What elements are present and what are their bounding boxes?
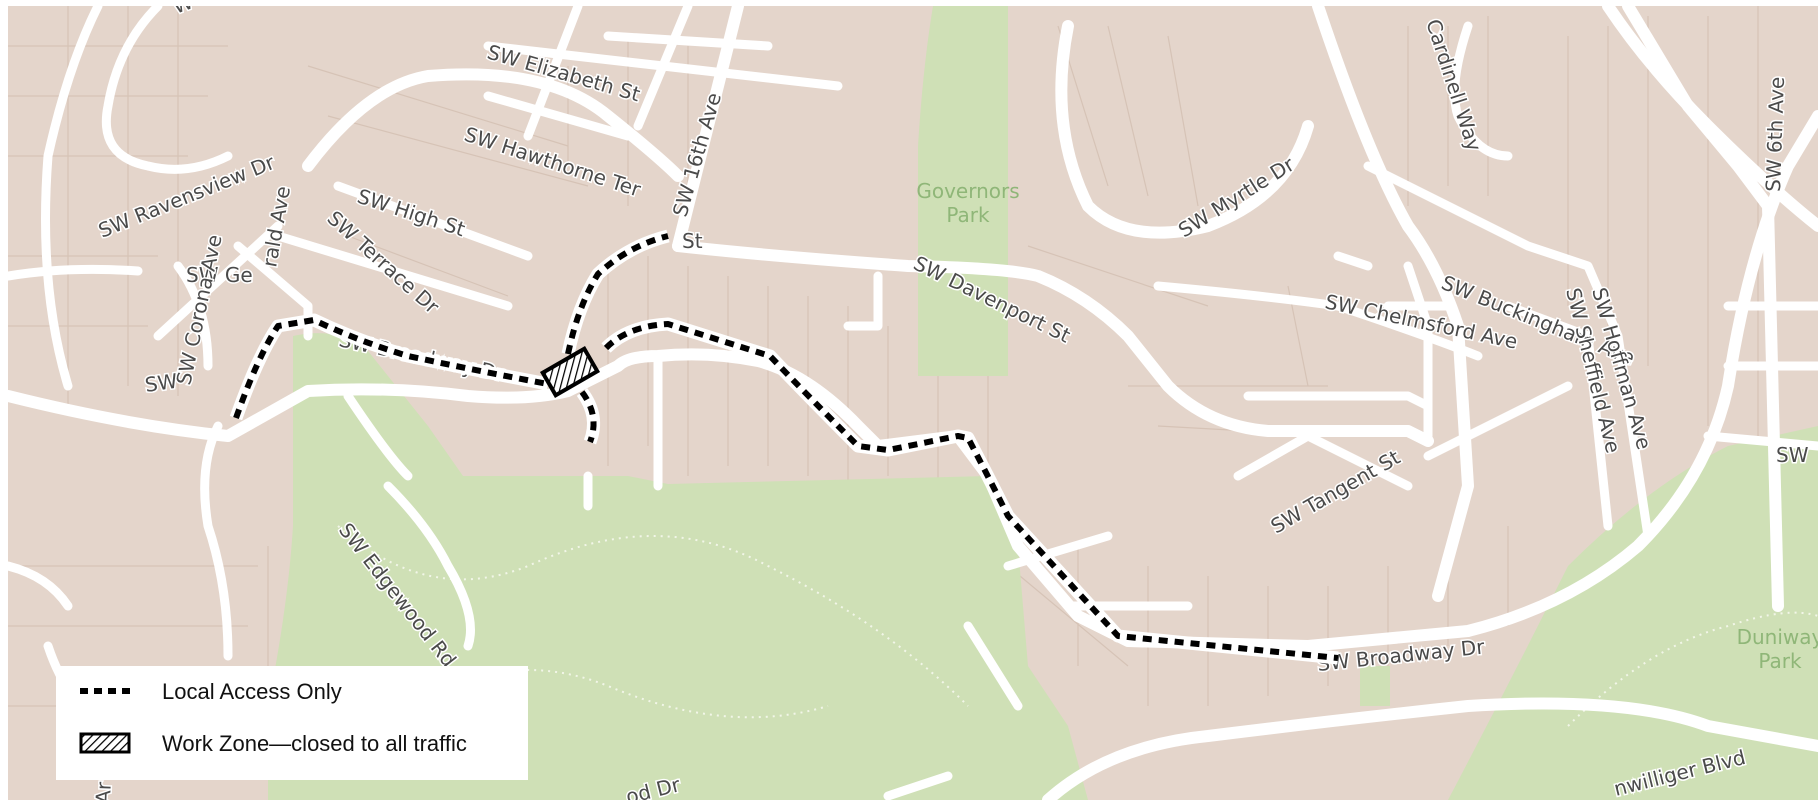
ravensview-drive xyxy=(302,68,684,182)
work-zone-marker[interactable] xyxy=(539,346,601,398)
street-label-ar-fragment: Ar xyxy=(91,781,116,800)
road-network xyxy=(8,6,1818,800)
sixth-avenue xyxy=(1622,6,1784,612)
street-label-sw-right: SW xyxy=(1776,443,1809,467)
map-legend: Local Access Only Work Zone—closed to al… xyxy=(56,666,528,780)
hatched-box-icon xyxy=(79,732,131,754)
southern-arterial-road xyxy=(1042,697,1818,800)
street-label-st-fragment: St xyxy=(682,229,703,253)
street-label-sw-left: SW xyxy=(143,369,179,397)
dotted-line-icon xyxy=(80,688,130,694)
myrtle-drive xyxy=(1055,20,1314,239)
map-view[interactable]: SW Elizabeth St SW Hawthorne Ter SW 16th… xyxy=(8,6,1818,800)
legend-label-local-access: Local Access Only xyxy=(162,679,342,704)
davenport-street xyxy=(672,240,1434,447)
street-label-ge: SW Ge xyxy=(186,263,253,287)
eastern-curve-road xyxy=(1312,6,1474,602)
governors-park-area xyxy=(918,6,1008,376)
interstate-ramp xyxy=(1602,6,1818,232)
street-label-sixth: SW 6th Ave xyxy=(1761,76,1789,192)
legend-label-work-zone: Work Zone—closed to all traffic xyxy=(162,731,467,756)
local-access-route xyxy=(229,229,1339,665)
